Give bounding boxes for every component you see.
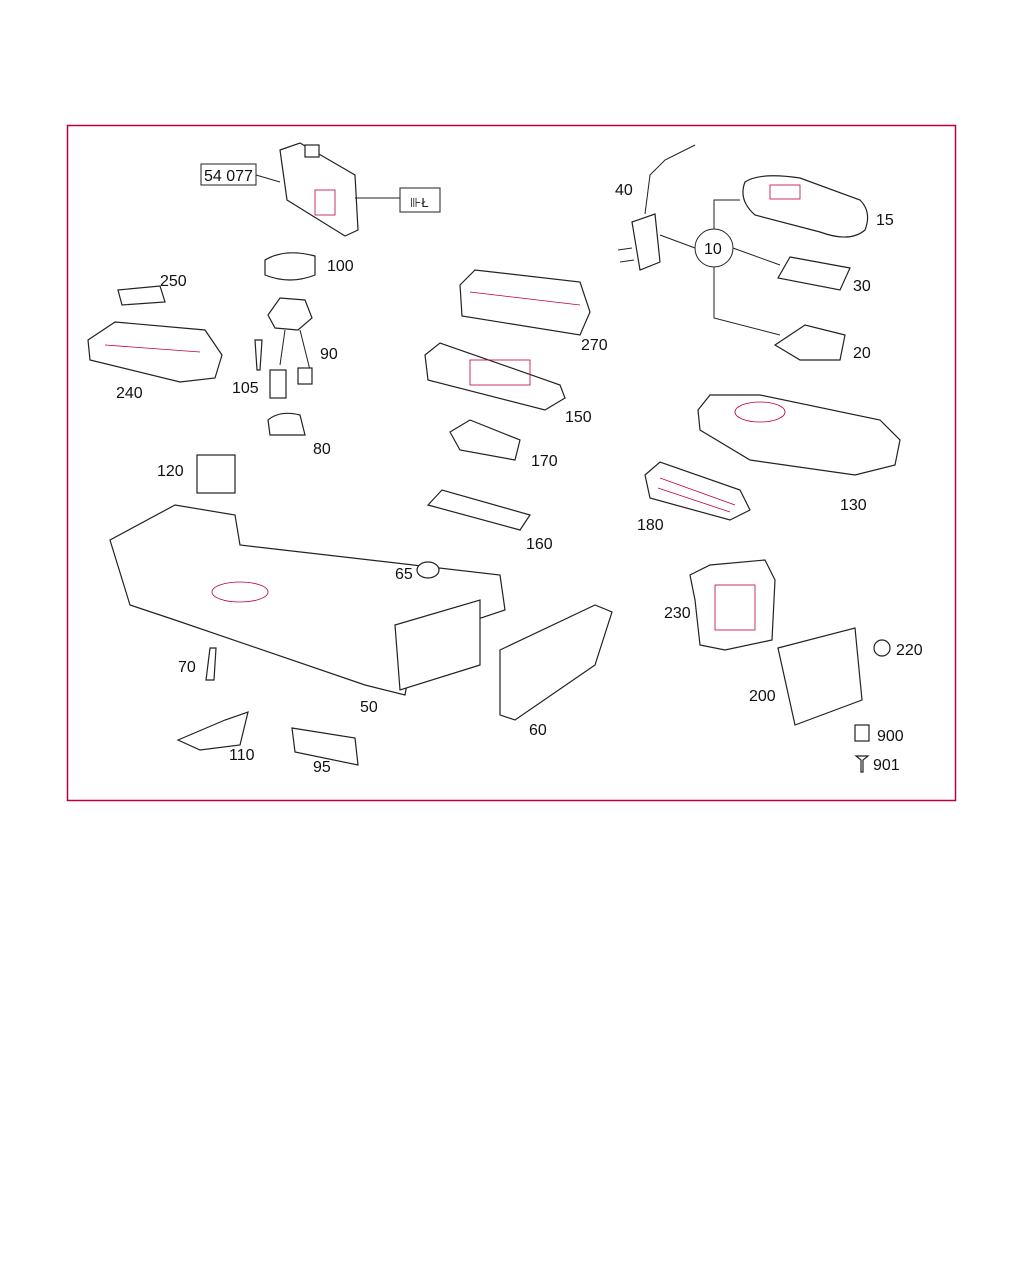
label-65: 65 xyxy=(395,566,413,583)
label-70: 70 xyxy=(178,659,196,676)
part-control-unit xyxy=(279,142,359,237)
label-100: 100 xyxy=(327,258,354,275)
part-battery xyxy=(777,256,851,291)
part-nut xyxy=(873,639,891,657)
label-20: 20 xyxy=(853,345,871,362)
part-switch xyxy=(196,454,236,494)
label-200: 200 xyxy=(749,688,776,705)
symbol-box xyxy=(399,187,441,213)
label-250: 250 xyxy=(160,273,187,290)
part-charger xyxy=(617,144,696,271)
label-105: 105 xyxy=(232,380,259,397)
part-bracket xyxy=(499,604,613,721)
label-900: 900 xyxy=(877,728,904,745)
part-lid xyxy=(117,285,166,306)
label-110: 110 xyxy=(229,747,255,764)
part-frame-plate xyxy=(689,559,776,651)
label-10: 10 xyxy=(704,241,722,258)
part-clip xyxy=(267,412,306,436)
part-spring-clip xyxy=(176,711,249,751)
part-battery-pack xyxy=(449,419,521,461)
label-180: 180 xyxy=(637,517,664,534)
label-80: 80 xyxy=(313,441,331,458)
part-cap xyxy=(264,252,316,281)
label-60: 60 xyxy=(529,722,547,739)
part-tapping-screw xyxy=(205,647,217,681)
label-901: 901 xyxy=(873,757,900,774)
part-tray-cover xyxy=(426,489,531,531)
part-mount-plate xyxy=(777,627,863,726)
label-15: 15 xyxy=(876,212,894,229)
part-grommet xyxy=(854,724,870,742)
label-270: 270 xyxy=(581,337,608,354)
label-40: 40 xyxy=(615,182,633,199)
part-cover xyxy=(773,324,846,361)
sound-symbol-icon: ⊪Ł xyxy=(410,195,429,210)
part-cradle-base xyxy=(697,394,901,476)
part-screw xyxy=(254,339,263,371)
label-160: 160 xyxy=(526,536,553,553)
diagram-frame xyxy=(66,124,957,802)
reference-box xyxy=(200,163,257,186)
label-90: 90 xyxy=(320,346,338,363)
part-mobile-phone xyxy=(742,175,869,238)
label-50: 50 xyxy=(360,699,378,716)
label-230: 230 xyxy=(664,605,691,622)
part-plug xyxy=(416,561,440,579)
label-120: 120 xyxy=(157,463,184,480)
part-retainer xyxy=(291,727,359,766)
part-labels: 40 15 10 30 20 100 250 90 240 105 80 270… xyxy=(116,182,923,776)
part-handset-dock xyxy=(459,269,591,336)
label-170: 170 xyxy=(531,453,558,470)
part-handset xyxy=(424,342,566,411)
part-holder-cable xyxy=(267,297,313,399)
label-130: 130 xyxy=(840,497,867,514)
label-150: 150 xyxy=(565,409,592,426)
label-30: 30 xyxy=(853,278,871,295)
label-95: 95 xyxy=(313,759,331,776)
part-keypad xyxy=(644,461,751,521)
part-cradle-box xyxy=(87,321,223,383)
reference-box-label: 54 077 xyxy=(204,168,253,185)
label-220: 220 xyxy=(896,642,923,659)
part-pin xyxy=(854,755,870,773)
label-240: 240 xyxy=(116,385,143,402)
part-console xyxy=(109,504,506,696)
